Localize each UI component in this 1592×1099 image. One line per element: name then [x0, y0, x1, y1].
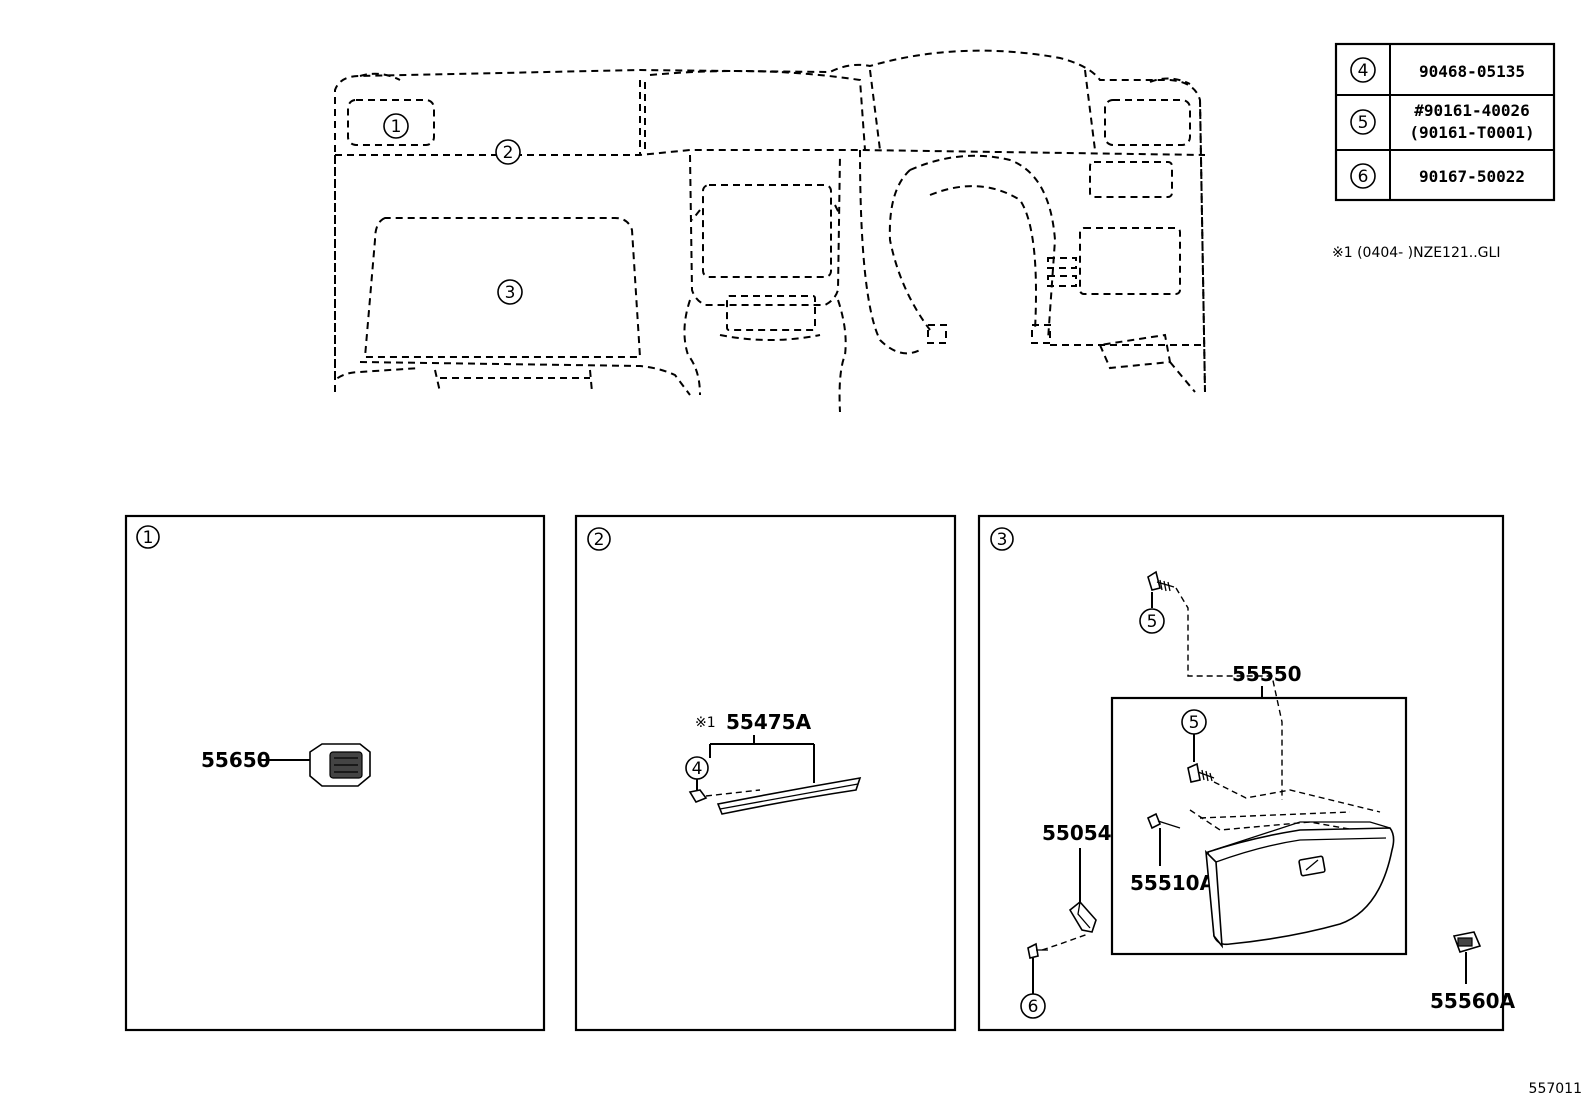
- glove-box-part: [1204, 821, 1395, 949]
- callout-5a-text: 5: [1147, 612, 1158, 632]
- table-key-4: 4: [1358, 61, 1369, 81]
- panel-2-note-mark: ※1: [695, 715, 716, 731]
- bottom-screw-part: [1027, 942, 1048, 959]
- air-vent-part: [309, 743, 371, 787]
- fastener-table: 4 90468-05135 5 #90161-40026 (90161-T000…: [1334, 42, 1556, 202]
- callout-2-text: 2: [503, 143, 514, 163]
- table-value-5-alt: (90161-T0001): [1409, 123, 1534, 142]
- panel-2-label: 2: [594, 530, 605, 550]
- part-label-55560A: 55560A: [1430, 989, 1516, 1013]
- part-label-55510A: 55510A: [1130, 871, 1216, 895]
- top-screw-part: [1147, 570, 1175, 592]
- callout-3-text: 3: [505, 283, 516, 303]
- stopper-part: [1068, 900, 1097, 933]
- inner-screw-part: [1187, 762, 1215, 783]
- diagram-id: 557011: [1529, 1081, 1582, 1097]
- panel-1: 1 55650: [124, 514, 546, 1032]
- lamp-part: [1452, 931, 1482, 953]
- part-label-55550: 55550: [1232, 662, 1302, 686]
- table-key-5: 5: [1358, 113, 1369, 133]
- callout-5b-text: 5: [1189, 713, 1200, 733]
- overview-callout-2: 2: [495, 139, 521, 165]
- callout-4-text: 4: [692, 759, 703, 779]
- panel-3: 3 5 55550 5 55510A: [977, 514, 1516, 1032]
- overview-callout-1: 1: [383, 113, 409, 139]
- table-value-4: 90468-05135: [1419, 62, 1525, 81]
- callout-1-text: 1: [391, 117, 402, 137]
- clip-part: [688, 789, 708, 803]
- panel-1-label: 1: [143, 528, 154, 548]
- application-note: ※1 (0404- )NZE121..GLI: [1332, 245, 1500, 261]
- hinge-pin-part: [1146, 812, 1181, 830]
- panel-2: 2 ※1 55475A 4: [574, 514, 957, 1032]
- callout-6-text: 6: [1028, 997, 1039, 1017]
- panel-3-label: 3: [997, 530, 1008, 550]
- dashboard-overview: [334, 49, 1206, 413]
- overview-callout-3: 3: [497, 279, 523, 305]
- part-label-55475A: 55475A: [726, 710, 812, 734]
- table-key-6: 6: [1358, 167, 1369, 187]
- table-value-6: 90167-50022: [1419, 167, 1525, 186]
- part-label-55054: 55054: [1042, 821, 1112, 845]
- table-value-5: #90161-40026: [1414, 101, 1530, 120]
